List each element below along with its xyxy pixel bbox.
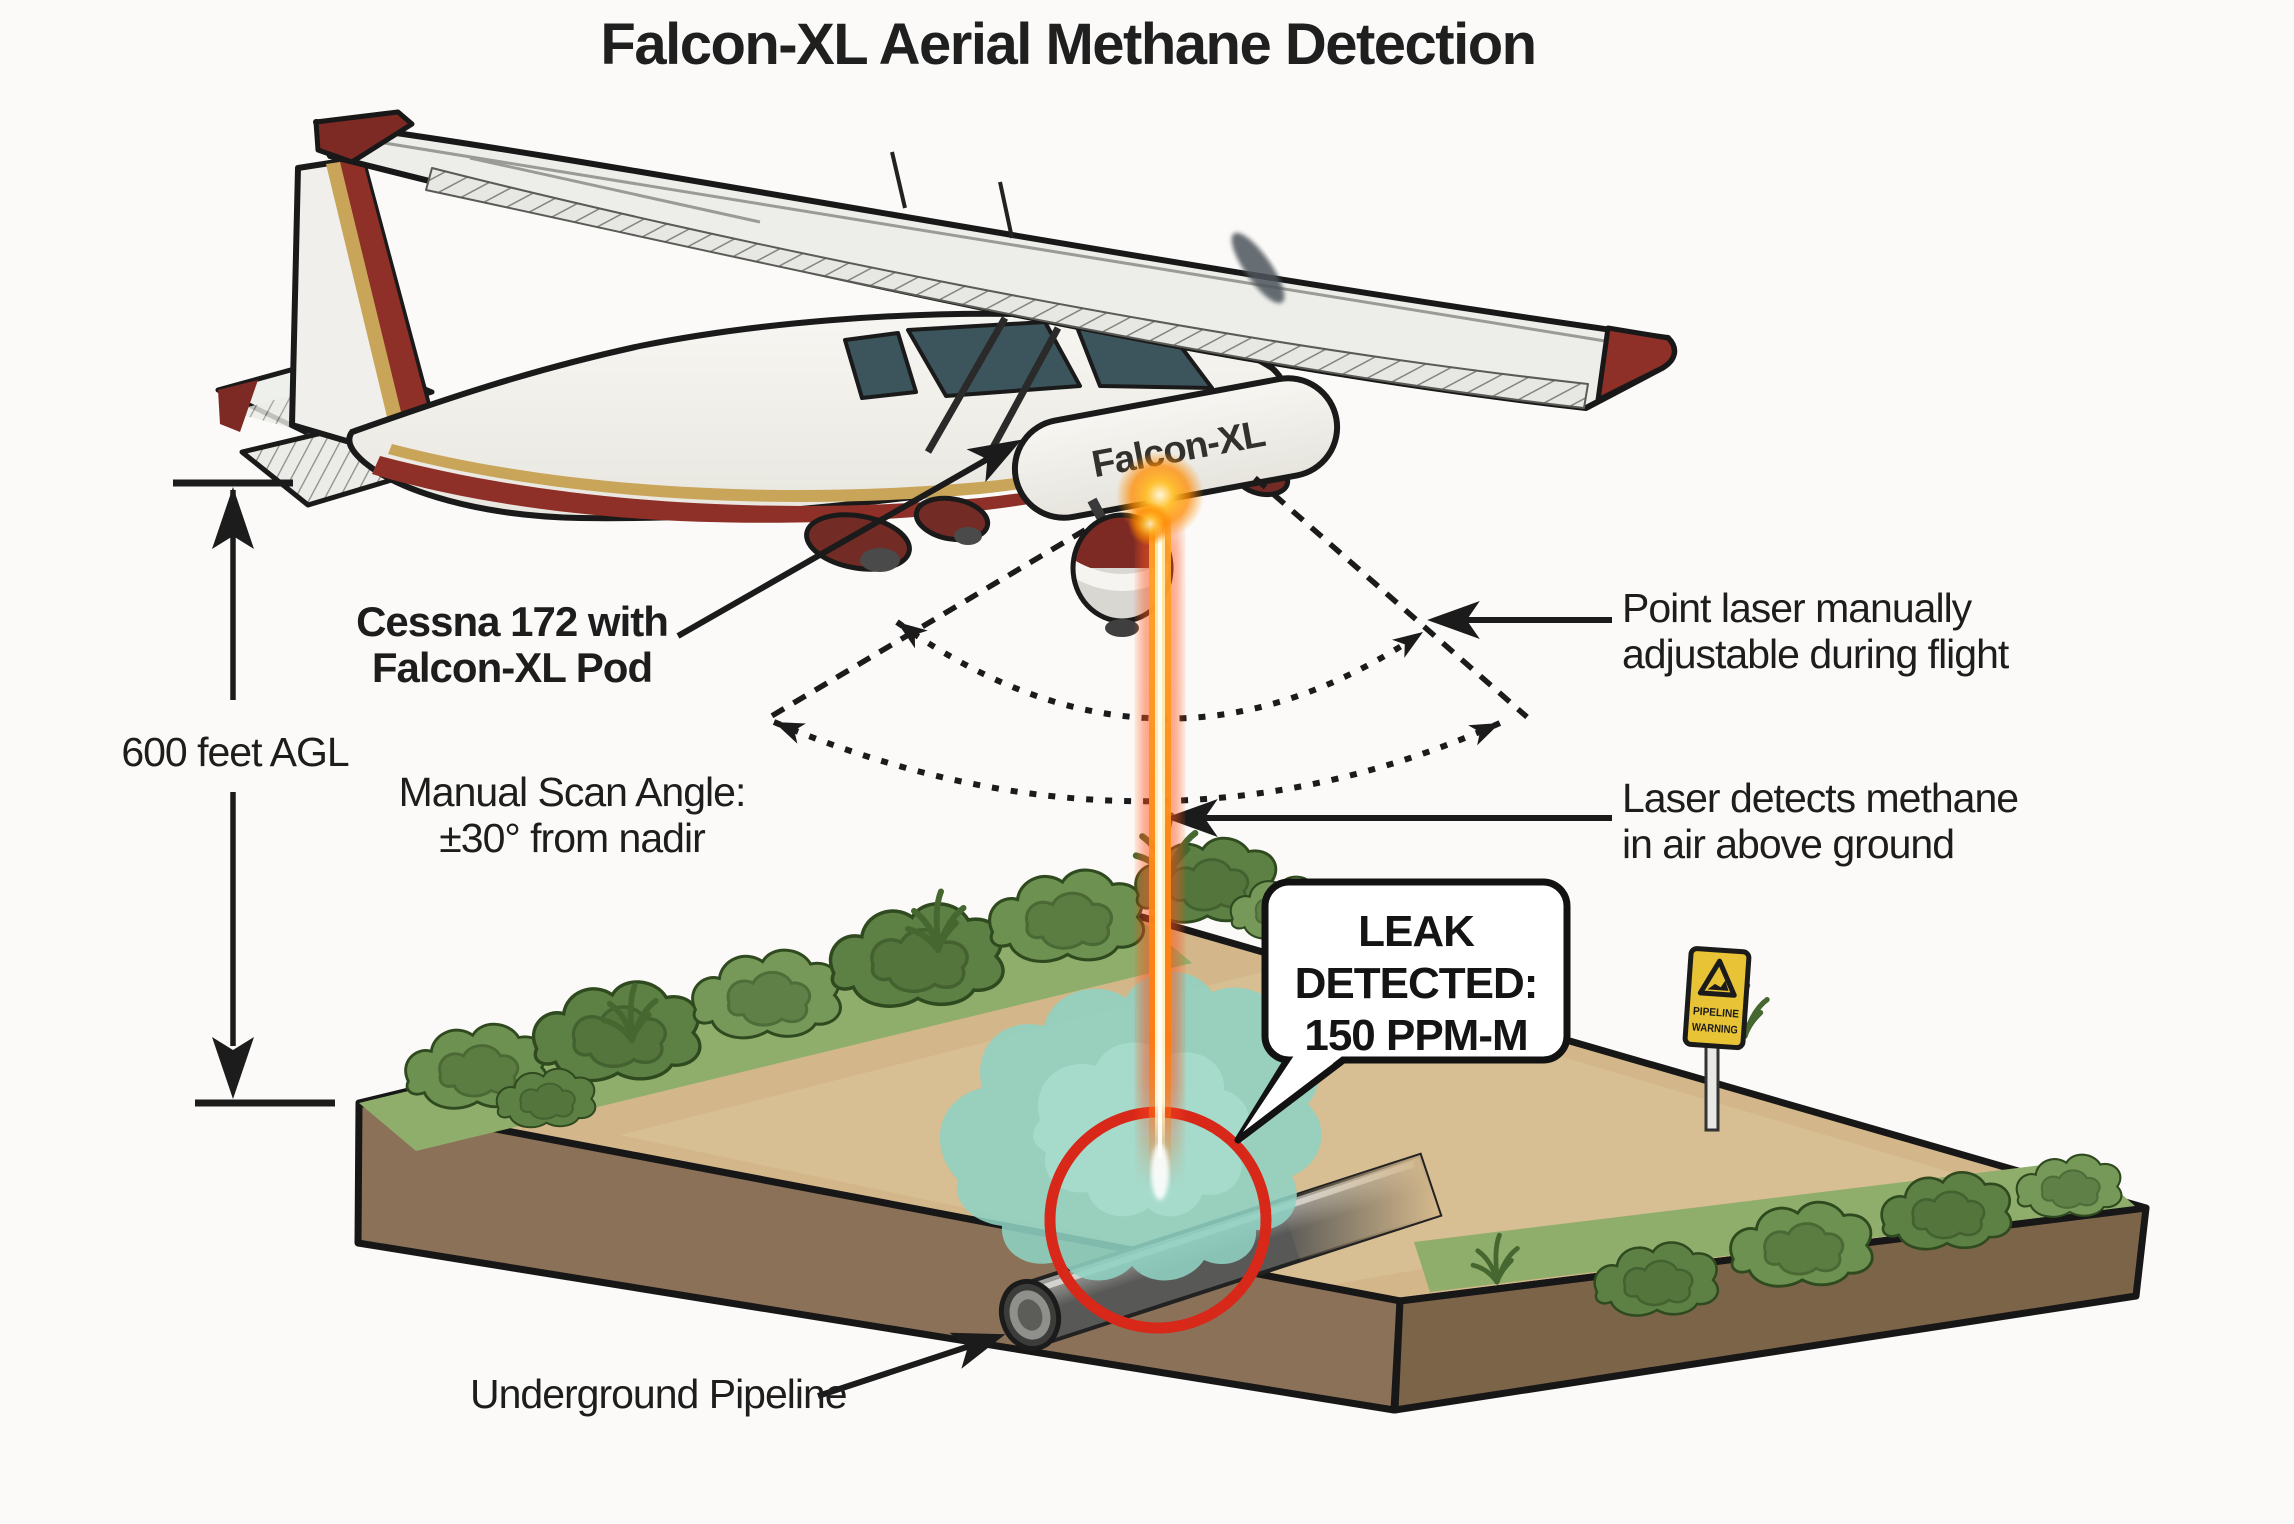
laser-detects-line1: Laser detects methane [1622,775,2018,821]
laser-detects-line2: in air above ground [1622,821,1954,867]
tail-fin [289,155,433,445]
scan-arc-arrowheads [769,613,1505,746]
aircraft-label-line2: Falcon-XL Pod [372,644,652,691]
page-title: Falcon-XL Aerial Methane Detection [600,12,1535,77]
propeller-icon [1231,232,1285,304]
sign-post [1704,1034,1720,1132]
pipe-end-cap [998,1278,1062,1352]
up-arrow-icon [212,487,254,549]
pipeline-label: Underground Pipeline [470,1371,847,1417]
antennas [890,151,1014,239]
scan-angle-line2: ±30° from nadir [439,815,705,861]
callout-line2: DETECTED: [1295,959,1538,1008]
callout-line1: LEAK [1358,907,1475,956]
leak-callout-bubble: LEAK DETECTED: 150 PPM-M [1234,878,1571,1144]
ground-right-face [1391,1204,2150,1414]
pipeline-warning-sign: PIPELINE WARNING [1682,946,1752,1132]
callout-line3: 150 PPM-M [1304,1011,1527,1060]
laser-detects-label: Laser detects methane in air above groun… [1622,775,2019,867]
scan-angle-label: Manual Scan Angle: ±30° from nadir [399,769,747,861]
aircraft-label: Cessna 172 with Falcon-XL Pod [356,598,669,691]
sign-text-line2: WARNING [1691,1021,1738,1036]
point-laser-label: Point laser manually adjustable during f… [1622,585,2011,677]
laser-ground-flare [1151,1144,1169,1200]
cockpit-windows [843,320,1214,400]
point-laser-arrow-head [1436,607,1472,633]
laser-beam [1116,451,1204,1200]
landing-gear [804,458,1291,572]
altitude-dimension [173,479,335,1107]
callout-arrows [676,433,1612,1399]
wing-struts [924,316,1062,464]
altitude-label: 600 feet AGL [121,729,349,775]
scan-angle-line1: Manual Scan Angle: [399,769,746,815]
cessna-aircraft: Falcon-XL [215,109,1678,637]
sign-text-line1: PIPELINE [1693,1005,1740,1020]
point-laser-line2: adjustable during flight [1622,631,2010,677]
excavator-warning-icon [1697,958,1737,998]
point-laser-line1: Point laser manually [1622,585,1973,631]
aircraft-label-line1: Cessna 172 with [356,598,668,645]
ground-block: PIPELINE WARNING [354,816,2150,1414]
down-arrow-icon [212,1037,254,1099]
wing [313,109,1678,411]
